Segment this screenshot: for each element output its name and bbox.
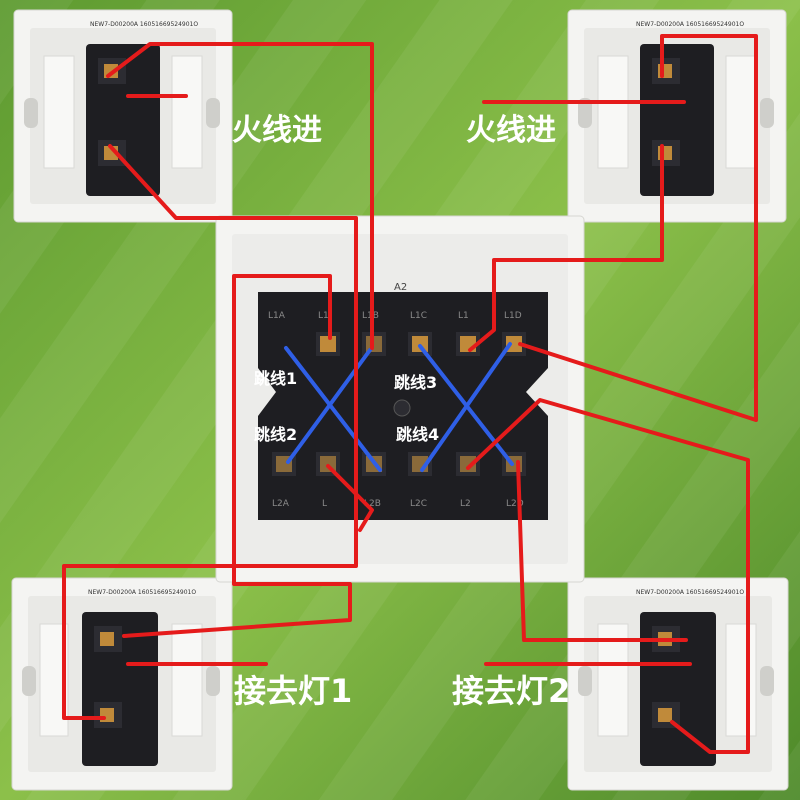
wire-top-left-to-center-l1b	[106, 42, 374, 350]
label-live-in-left: 火线进	[232, 113, 322, 148]
terminal-label-top-6: L1D	[504, 311, 522, 321]
terminal-label-top-2: L1	[318, 311, 329, 321]
switch-code-bottom-right: NEW7-D00200A 16051669524901O	[636, 589, 744, 596]
jumper-wire-1	[284, 346, 382, 472]
jumper-wire-4	[420, 342, 512, 472]
label-to-lamp-2: 接去灯2	[452, 672, 570, 710]
wire-top-left-to-bottom-left	[62, 144, 358, 720]
switch-top-left: NEW7-D00200A 16051669524901O	[13, 9, 233, 223]
switch-center: A2 L1A L1 L1B L1C L1 L1D L2A	[215, 215, 585, 583]
wire-center-left-loop	[122, 274, 352, 638]
switch-top-right: NEW7-D00200A 16051669524901O	[567, 9, 787, 223]
wire-top-right-to-center-l1d	[468, 144, 664, 352]
terminal-label-bottom-1: L2A	[272, 499, 290, 509]
label-to-lamp-1: 接去灯1	[234, 672, 352, 710]
red-wires	[62, 34, 758, 754]
label-jumper-3: 跳线3	[394, 373, 437, 392]
switch-code-top-right: NEW7-D00200A 16051669524901O	[636, 21, 744, 28]
wire-center-l-to-right	[326, 464, 374, 532]
terminal-label-bottom-2: L	[322, 499, 327, 509]
switch-bottom-left: NEW7-D00200A 16051669524901O	[11, 577, 233, 791]
center-mark: A2	[394, 282, 407, 293]
wire-top-right-to-center-l1	[518, 34, 758, 422]
wire-center-l2-to-bottom-right	[516, 460, 688, 642]
label-jumper-4: 跳线4	[396, 425, 439, 444]
switch-code-top-left: NEW7-D00200A 16051669524901O	[90, 21, 198, 28]
label-live-in-right: 火线进	[466, 113, 556, 148]
label-jumper-2: 跳线2	[254, 425, 297, 444]
terminal-label-bottom-4: L2C	[410, 499, 427, 509]
terminal-label-top-1: L1A	[268, 311, 286, 321]
switch-bottom-right: NEW7-D00200A 16051669524901O	[567, 577, 789, 791]
label-jumper-1: 跳线1	[254, 369, 297, 388]
switch-code-bottom-left: NEW7-D00200A 16051669524901O	[88, 589, 196, 596]
wire-center-right-loop	[466, 398, 750, 754]
terminal-label-top-4: L1C	[410, 311, 427, 321]
terminal-label-top-5: L1	[458, 311, 469, 321]
terminal-label-bottom-5: L2	[460, 499, 471, 509]
center-screw	[393, 399, 411, 417]
terminal-label-bottom-3: L2B	[364, 499, 381, 509]
terminal-label-bottom-6: L2D	[506, 499, 524, 509]
